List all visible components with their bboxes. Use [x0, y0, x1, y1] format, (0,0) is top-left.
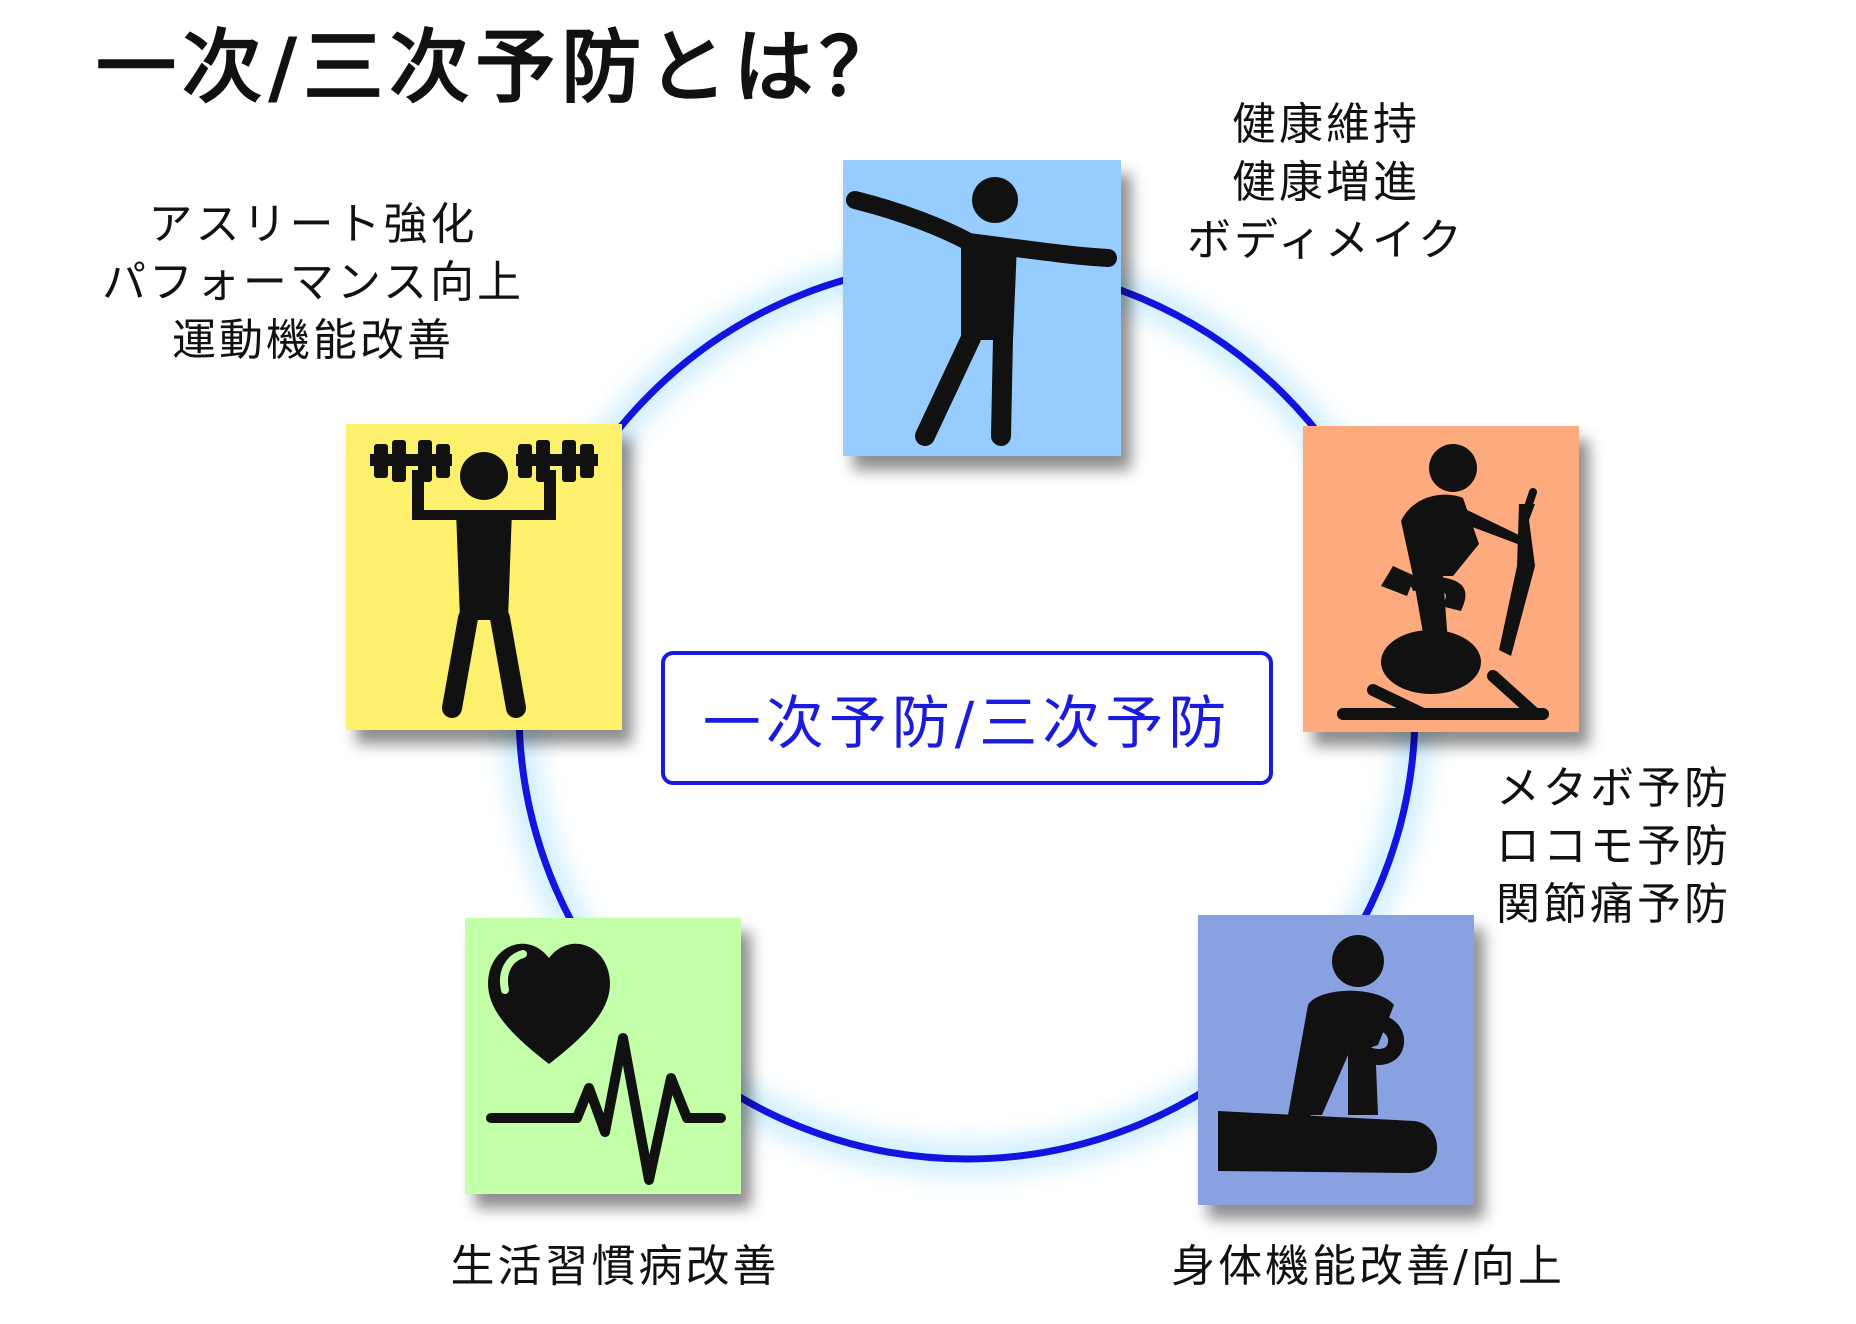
card-rowing-machine	[1198, 915, 1474, 1205]
card-exercise-bike	[1303, 426, 1579, 732]
rowing-machine-icon	[1218, 935, 1438, 1173]
desc-line: 関節痛予防	[1496, 879, 1731, 930]
desc-bottom-left: 生活習慣病改善	[430, 1238, 800, 1296]
desc-line: メタボ予防	[1496, 763, 1731, 814]
desc-bottom-right: 身体機能改善/向上	[1138, 1238, 1598, 1296]
desc-line: パフォーマンス向上	[101, 257, 525, 308]
card-stretch	[843, 160, 1121, 456]
desc-line: 運動機能改善	[172, 315, 454, 366]
desc-line: 生活習慣病改善	[450, 1241, 780, 1292]
center-label: 一次予防/三次予防	[661, 651, 1273, 785]
card-dumbbell	[346, 424, 622, 730]
desc-line: 健康増進	[1232, 157, 1420, 208]
exercise-bike-icon	[1337, 444, 1549, 720]
heartbeat-icon	[486, 943, 726, 1185]
desc-line: ボディメイク	[1186, 215, 1466, 266]
desc-line: ロコモ予防	[1496, 821, 1731, 872]
desc-line: アスリート強化	[148, 199, 478, 250]
desc-top-left: アスリート強化 パフォーマンス向上 運動機能改善	[78, 196, 548, 370]
stretching-person-icon	[846, 177, 1117, 446]
dumbbell-lifting-icon	[370, 440, 598, 718]
page-title: 一次/三次予防とは？	[96, 21, 906, 114]
desc-line: 健康維持	[1232, 99, 1420, 150]
card-heart	[465, 918, 741, 1194]
desc-right: メタボ予防 ロコモ予防 関節痛予防	[1496, 760, 1796, 934]
desc-line: 身体機能改善/向上	[1171, 1241, 1565, 1292]
desc-top-right: 健康維持 健康増進 ボディメイク	[1176, 96, 1476, 270]
